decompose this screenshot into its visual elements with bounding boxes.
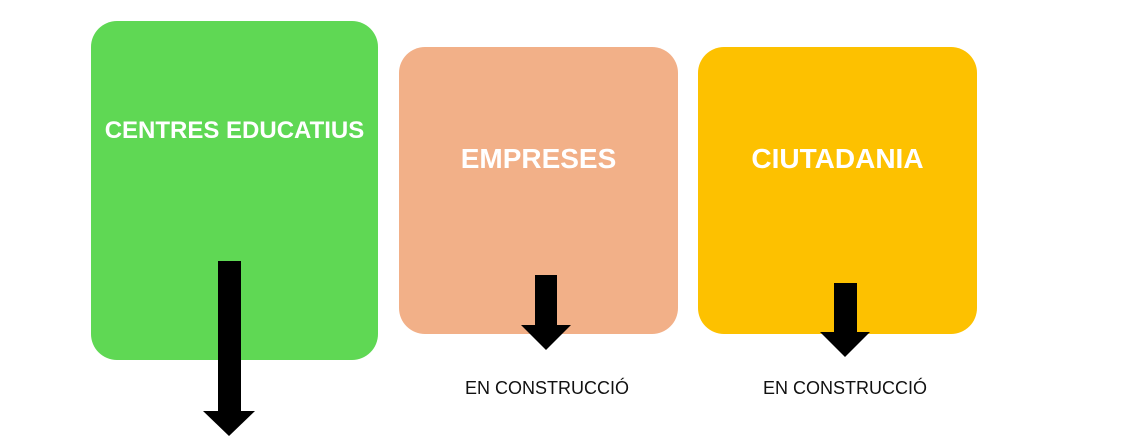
ciutadania-status-label: EN CONSTRUCCIÓ [762, 378, 927, 398]
card-centres-educatius-title: CENTRES EDUCATIUS [104, 117, 365, 144]
card-ciutadania-title: CIUTADANIA [751, 143, 924, 174]
arrow-down-icon [521, 275, 571, 350]
arrow-down-icon [203, 261, 255, 436]
arrow-down-icon [820, 283, 870, 357]
card-empreses-title: EMPRESES [460, 143, 617, 174]
empreses-status-label: EN CONSTRUCCIÓ [464, 378, 629, 398]
